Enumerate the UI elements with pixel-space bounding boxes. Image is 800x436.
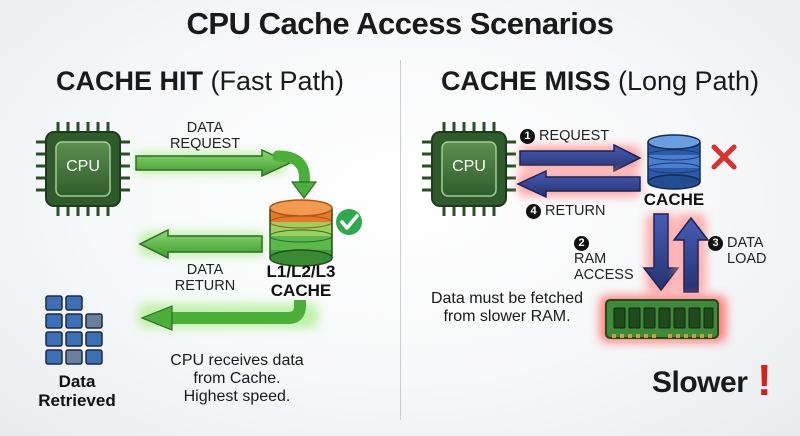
page-title: CPU Cache Access Scenarios (186, 6, 614, 41)
data-retrieved-label: Data Retrieved (38, 372, 116, 411)
step-4-badge: 4 (526, 204, 541, 219)
data-request-label: DATA REQUEST (169, 120, 241, 153)
cache-cylinder-icon (269, 199, 333, 267)
check-icon (336, 209, 362, 235)
step-data-load-label: 3 DATA LOAD (708, 235, 788, 267)
data-request-arrow (135, 148, 318, 199)
step-return-label: 4 RETURN (526, 203, 656, 219)
cache-hit-heading-sub: (Fast Path) (210, 66, 345, 96)
data-return-label: DATA RETURN (174, 262, 236, 295)
step-2-badge: 2 (574, 236, 589, 251)
data-delivery-arrow (138, 300, 318, 331)
cache-miss-caption: Data must be fetched from slower RAM. (430, 290, 584, 325)
cpu-chip-miss-label: CPU (452, 158, 486, 175)
step-1-badge: 1 (520, 129, 535, 144)
miss-request-arrow (519, 143, 642, 173)
cache-miss-heading-sub: (Long Path) (617, 66, 760, 96)
exclamation-icon: ! (757, 356, 772, 405)
cache-hit-label: L1/L2/L3 CACHE (266, 262, 336, 301)
step-4-text: RETURN (545, 203, 606, 219)
slower-label: Slower (652, 366, 748, 399)
cpu-chip-icon (36, 122, 130, 216)
ram-module-icon (600, 296, 726, 342)
cpu-chip-label: CPU (66, 158, 100, 175)
miss-return-arrow (516, 169, 641, 199)
cache-hit-heading: CACHE HIT (Fast Path) (0, 66, 400, 97)
data-load-arrow (672, 214, 710, 294)
data-return-arrow (138, 228, 264, 260)
step-3-text: DATA LOAD (727, 235, 767, 268)
section-divider (400, 60, 401, 420)
cpu-chip-miss-icon (422, 122, 516, 216)
data-grid-icon (45, 295, 103, 365)
cache-miss-heading-bold: CACHE MISS (440, 66, 611, 96)
cache-hit-caption: CPU receives data from Cache. Highest sp… (170, 352, 304, 405)
step-request-label: 1 REQUEST (520, 128, 650, 144)
cache-miss-label: CACHE (643, 190, 705, 209)
cache-miss-cylinder-icon (647, 134, 701, 190)
step-1-text: REQUEST (539, 128, 610, 144)
ram-access-arrow (642, 213, 680, 294)
step-2-text: RAM ACCESS (574, 251, 634, 284)
cache-hit-heading-bold: CACHE HIT (55, 66, 203, 96)
cache-miss-heading: CACHE MISS (Long Path) (400, 66, 800, 97)
step-3-badge: 3 (708, 236, 723, 251)
step-ram-access-label: 2RAM ACCESS (574, 235, 644, 284)
cross-icon (711, 144, 737, 170)
